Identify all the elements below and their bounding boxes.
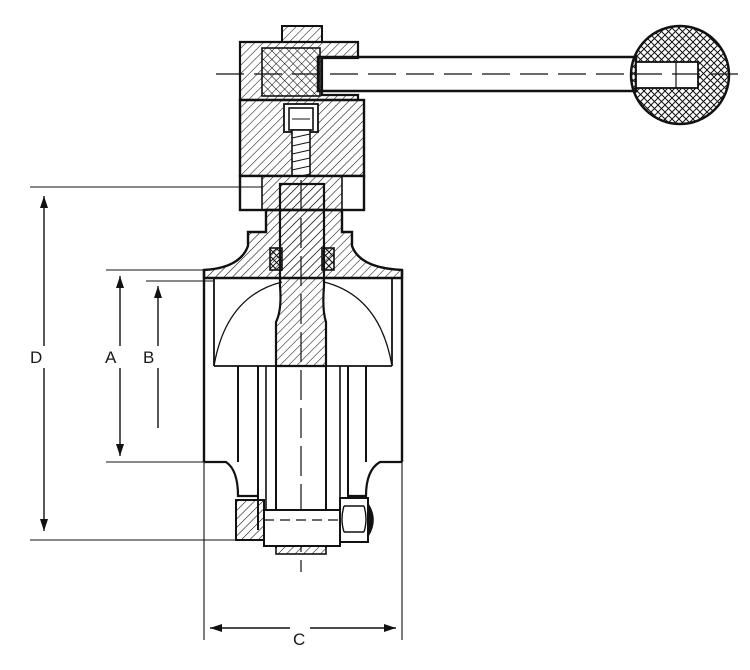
disc-arc bbox=[213, 281, 283, 367]
dimensions bbox=[30, 186, 403, 640]
bottom-cap bbox=[275, 545, 327, 555]
bottom-left-nut bbox=[235, 499, 265, 541]
knob-insert bbox=[635, 61, 699, 89]
top-nut bbox=[281, 25, 323, 43]
bottom-assembly bbox=[235, 497, 374, 555]
actuator-head bbox=[238, 25, 366, 212]
dimension-label-b: B bbox=[143, 348, 154, 367]
bottom-stem bbox=[263, 509, 341, 547]
handle-bar bbox=[316, 55, 638, 93]
dimension-label-c: C bbox=[293, 630, 305, 649]
bottom-right-nut bbox=[339, 497, 369, 543]
dimension-label-a: A bbox=[105, 348, 117, 367]
dimension-label-d: D bbox=[30, 348, 42, 367]
